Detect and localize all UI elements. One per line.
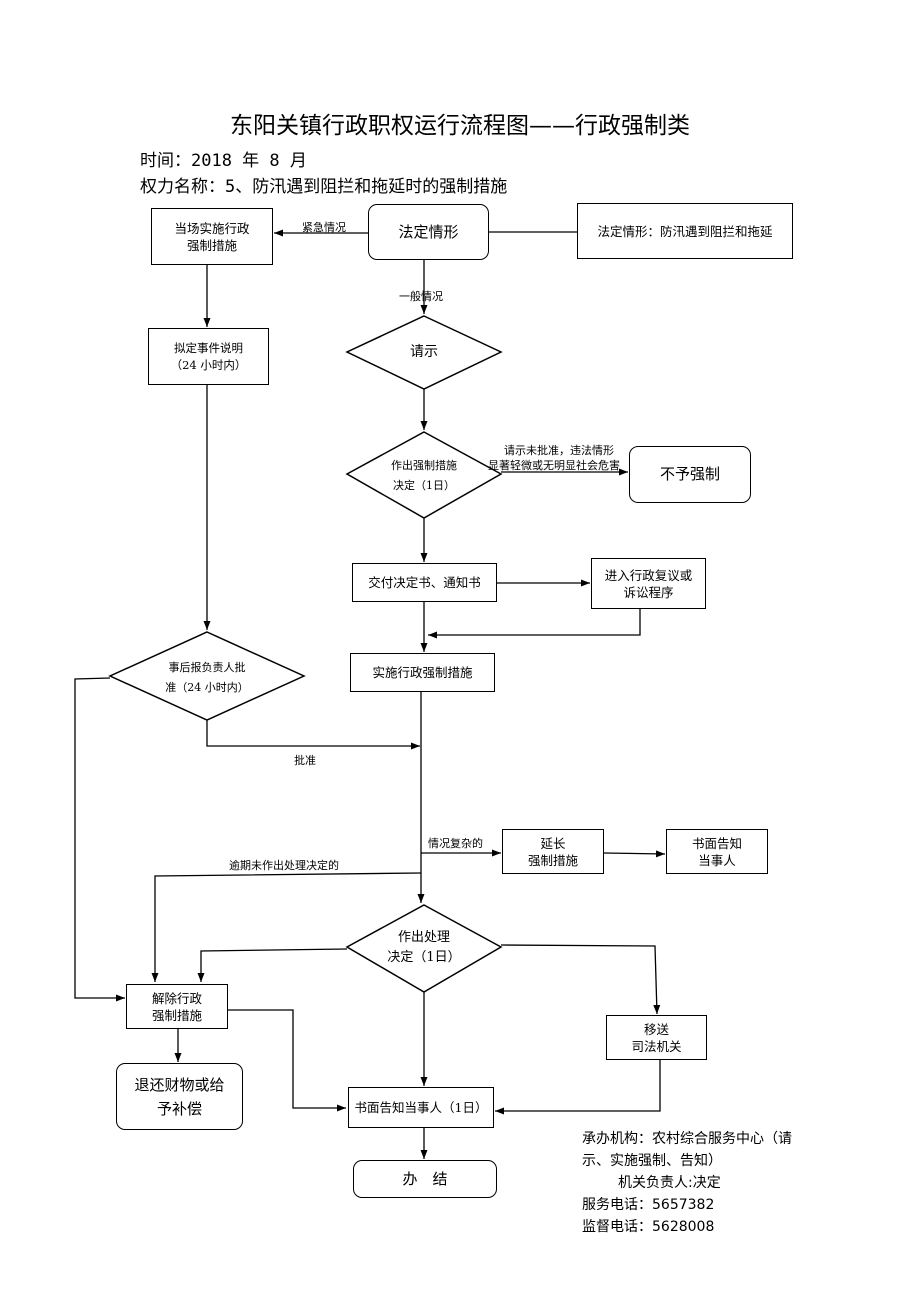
- node-release-measure: 解除行政强制措施: [126, 984, 228, 1029]
- node-notify-line1: 书面告知: [691, 835, 742, 851]
- footer-agency-2: 示、实施强制、告知）: [582, 1153, 722, 1169]
- node-notify-line2: 当事人: [698, 852, 736, 868]
- edge-release-notify: [228, 1009, 346, 1112]
- label-complex: 情况复杂的: [428, 837, 483, 850]
- node-draft-line1: 拟定事件说明: [173, 340, 243, 355]
- node-review-line1: 进入行政复议或: [604, 567, 693, 583]
- edge-transfer-notify: [495, 1060, 661, 1115]
- label-approved: 批准: [294, 754, 316, 767]
- node-notify-final: 书面告知当事人（1日）: [348, 1087, 494, 1128]
- diamond-request-label: 请示: [410, 344, 438, 360]
- node-onsite-line2: 强制措施: [186, 237, 237, 253]
- node-extend-line1: 延长: [540, 835, 566, 851]
- power-name-line: 权力名称：5、防汛遇到阻拦和拖延时的强制措施: [140, 177, 508, 197]
- node-onsite-line1: 当场实施行政: [174, 220, 250, 236]
- label-not-approved-1: 请示未批准，违法情形: [504, 444, 614, 457]
- node-draft-statement: 拟定事件说明 （24 小时内）: [148, 328, 269, 385]
- footer-info: 承办机构：农村综合服务中心（请 示、实施强制、告知） 机关负责人:决定 服务电话…: [582, 1128, 832, 1238]
- node-legal-note-text: 法定情形：防汛遇到阻拦和拖延: [597, 223, 773, 239]
- label-general: 一般情况: [399, 290, 443, 303]
- diamond-decide-line1: 作出强制措施: [391, 459, 457, 472]
- node-release-line1: 解除行政: [151, 990, 202, 1006]
- node-transfer-judicial: 移送司法机关: [606, 1015, 707, 1060]
- node-implement-measure: 实施行政强制措施: [350, 653, 495, 692]
- node-review-litigation: 进入行政复议或诉讼程序: [591, 558, 706, 609]
- node-draft-line2: （24 小时内）: [170, 357, 247, 372]
- label-not-approved-2: 显著轻微或无明显社会危害: [488, 459, 620, 472]
- time-line: 时间：2018 年 8 月: [140, 151, 307, 171]
- edge-extend-notify: [603, 850, 666, 858]
- diamond-decide-line2: 决定（1日）: [393, 479, 455, 492]
- diamond-handle-line1: 作出处理: [397, 930, 450, 945]
- footer-agency-1: 承办机构：农村综合服务中心（请: [582, 1131, 792, 1147]
- node-legal-note: 法定情形：防汛遇到阻拦和拖延: [577, 203, 793, 259]
- node-refund-compensate: 退还财物或给予补偿: [116, 1063, 243, 1130]
- node-no-force: 不予强制: [629, 446, 751, 503]
- diamond-handle-label: 作出处理决定（1日）: [374, 928, 474, 968]
- edge-handle-transfer: [500, 944, 661, 1015]
- node-review-line2: 诉讼程序: [623, 584, 674, 600]
- page-title: 东阳关镇行政职权运行流程图——行政强制类: [230, 113, 690, 139]
- diamond-handle-line2: 决定（1日）: [387, 950, 461, 965]
- diamond-report-line1: 事后报负责人批: [168, 661, 246, 674]
- node-refund-line2: 予补偿: [156, 1099, 202, 1118]
- diamond-report-line2: 准（24 小时内）: [165, 681, 249, 694]
- label-overdue: 逾期未作出处理决定的: [229, 859, 339, 872]
- node-transfer-line2: 司法机关: [631, 1038, 682, 1054]
- footer-service-phone: 服务电话：5657382: [582, 1197, 715, 1213]
- footer-head: 机关负责人:决定: [618, 1175, 721, 1191]
- node-legal-situation: 法定情形: [368, 204, 489, 260]
- footer-supervise-phone: 监督电话：5628008: [582, 1219, 715, 1235]
- edge-review-back: [428, 609, 641, 639]
- node-release-line2: 强制措施: [151, 1007, 202, 1023]
- node-done: 办 结: [353, 1160, 497, 1198]
- diamond-report-label: 事后报负责人批准（24 小时内）: [147, 658, 267, 698]
- edge-approved: [206, 720, 420, 750]
- label-urgent: 紧急情况: [302, 221, 346, 234]
- node-transfer-line1: 移送: [643, 1021, 669, 1037]
- node-refund-line1: 退还财物或给: [134, 1075, 225, 1094]
- node-deliver-notice: 交付决定书、通知书: [352, 563, 497, 602]
- edge-report-release: [74, 677, 125, 1002]
- node-extend-line2: 强制措施: [527, 852, 578, 868]
- edge-handle-release: [197, 948, 348, 982]
- node-onsite-measure: 当场实施行政强制措施: [151, 208, 273, 265]
- node-notify-written: 书面告知当事人: [666, 829, 768, 874]
- edge-overdue: [151, 872, 422, 982]
- node-extend-measure: 延长强制措施: [502, 829, 604, 874]
- diamond-decide-label: 作出强制措施决定（1日）: [374, 456, 474, 496]
